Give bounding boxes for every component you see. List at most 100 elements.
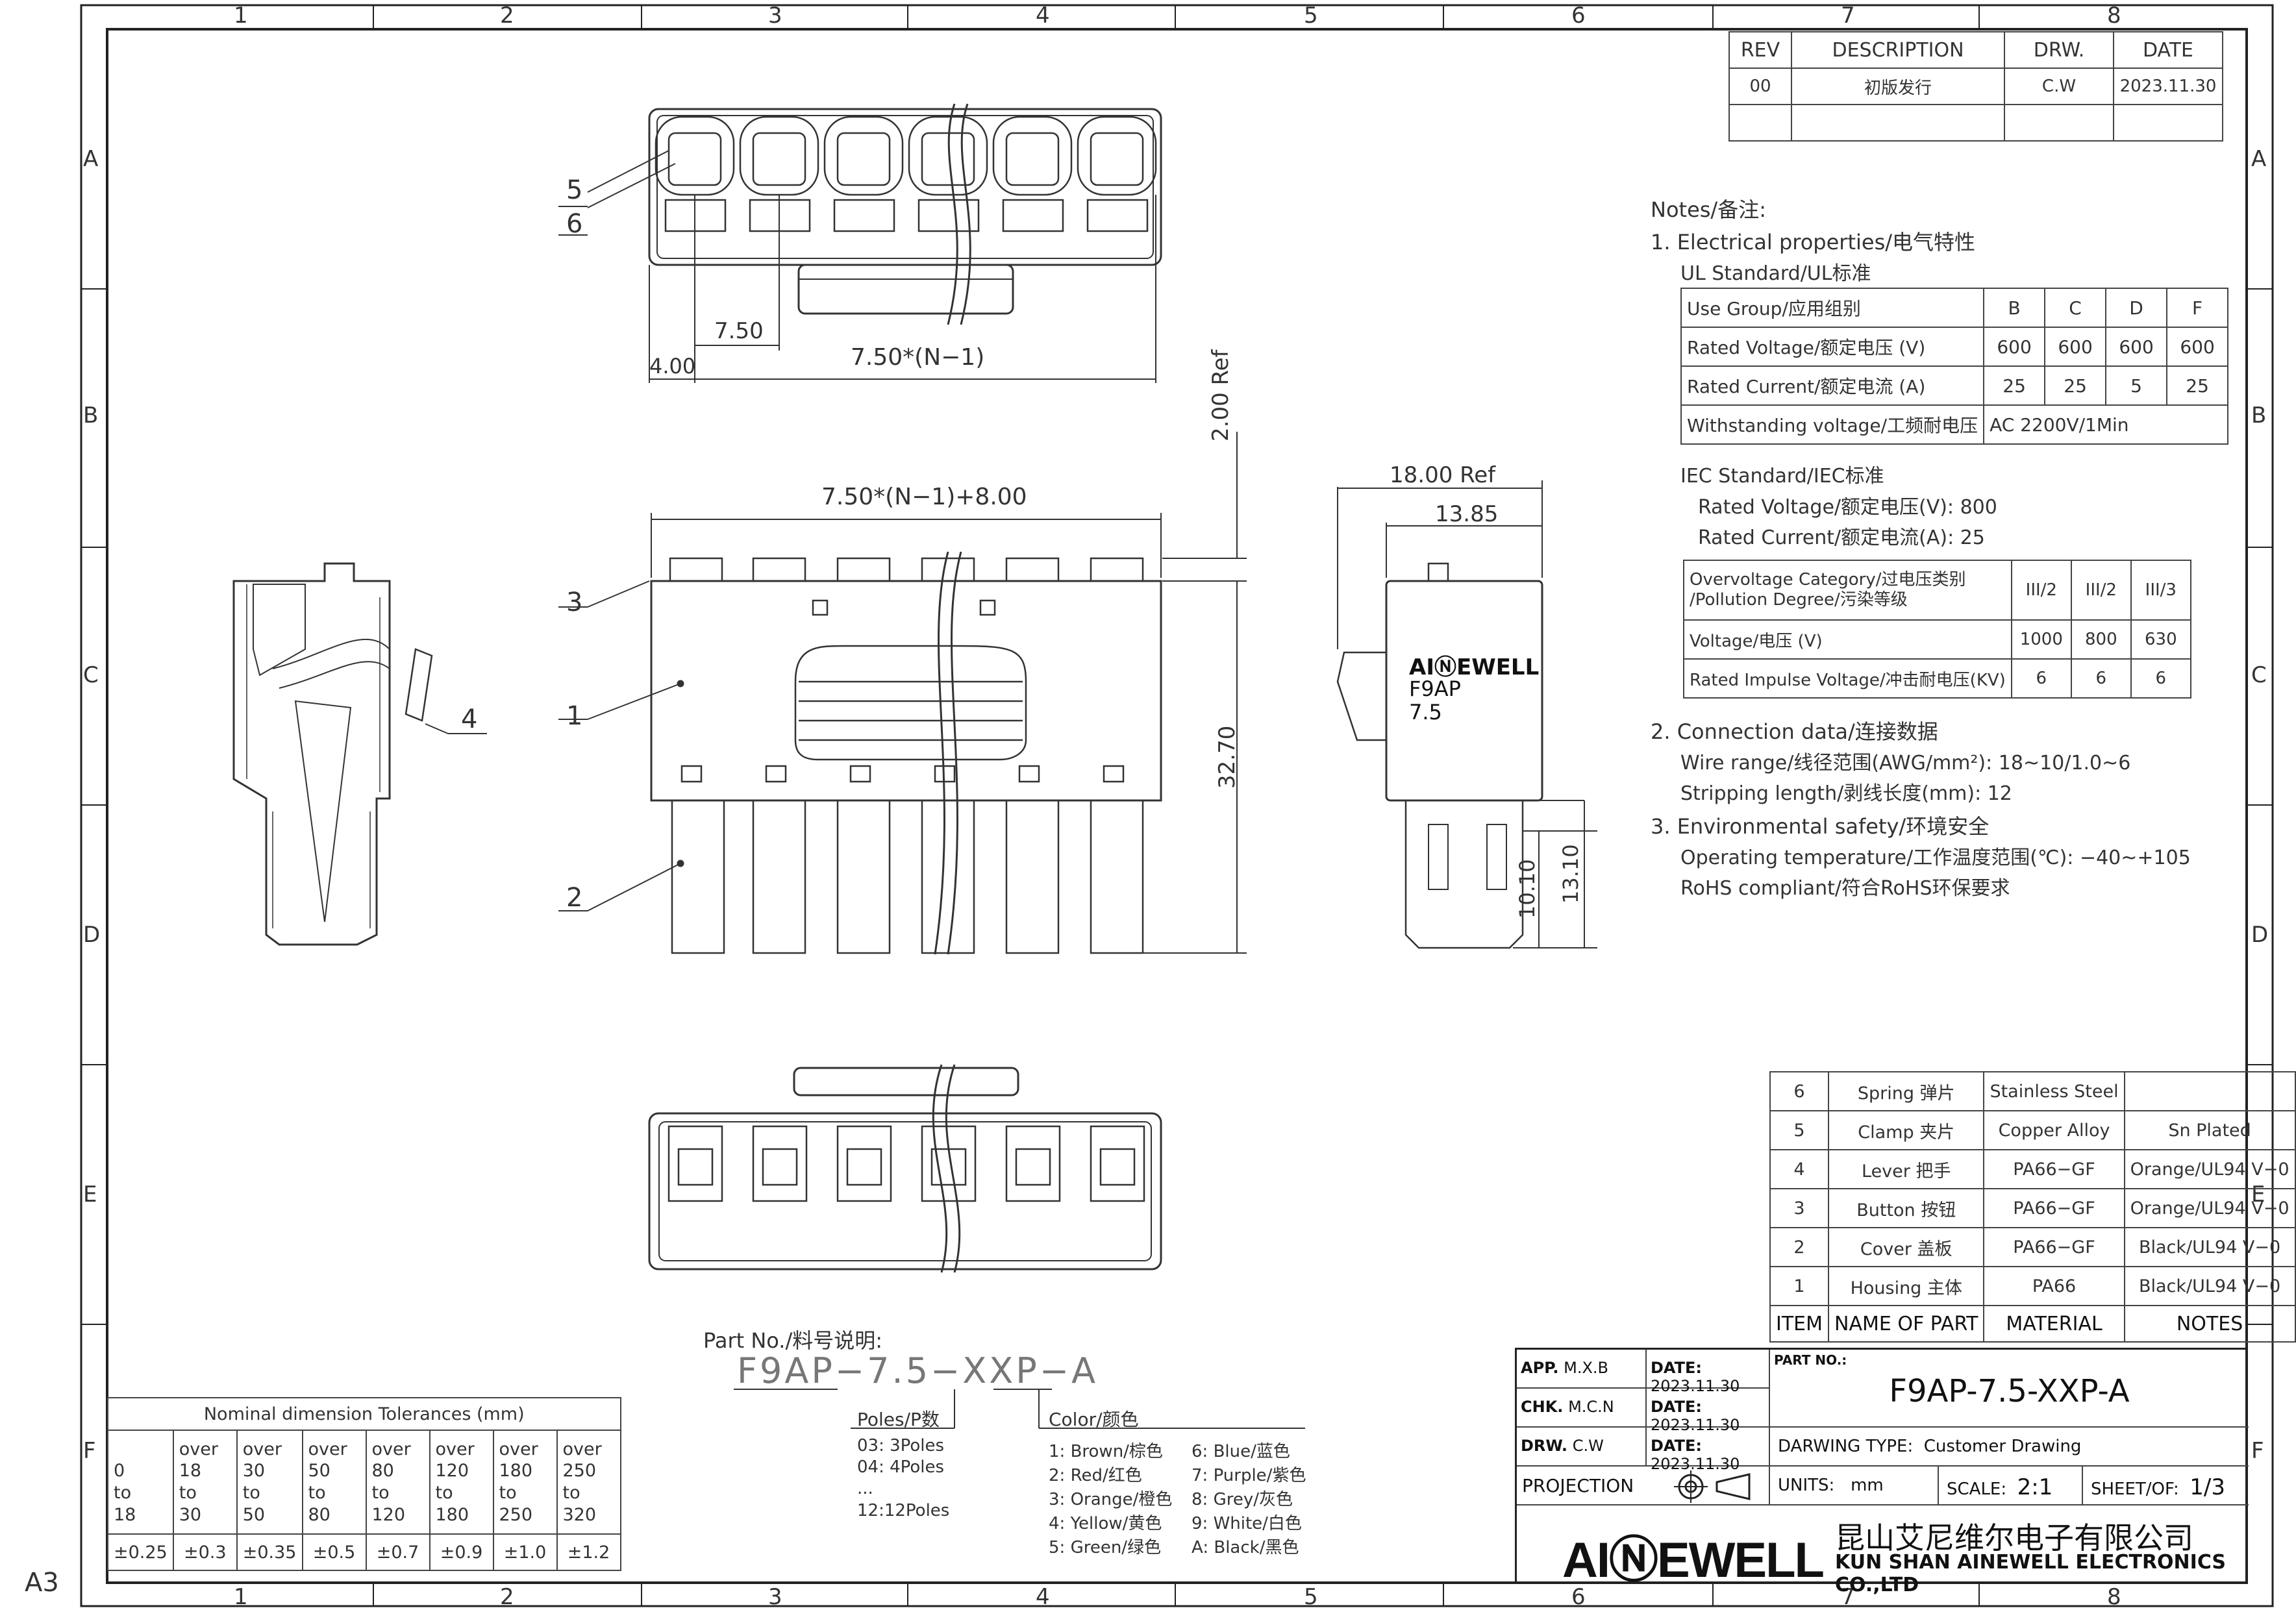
description-cell-empty	[1791, 104, 2005, 142]
description-header: DESCRIPTION	[1791, 31, 2005, 69]
tol-range-5-a: over	[371, 1439, 411, 1459]
side-view	[1336, 480, 1597, 949]
bom-notes: Sn Plated	[2123, 1110, 2296, 1150]
col-7: 7	[1841, 3, 1855, 29]
iec-category-1: III/2	[2010, 560, 2072, 621]
tol-range-7-c: to	[499, 1483, 517, 1503]
col-7-bottom: 7	[1841, 1584, 1855, 1610]
row-a: A	[83, 146, 99, 172]
iec-voltage-label: Voltage/电压 (V)	[1683, 619, 2012, 660]
col-4-bottom: 4	[1036, 1584, 1050, 1610]
row-d-right: D	[2251, 922, 2269, 948]
bom-name: Clamp 夹片	[1828, 1110, 1985, 1150]
tol-range-1-b: 0	[114, 1461, 125, 1481]
chk-label: CHK.	[1521, 1398, 1564, 1416]
date-cell-1: DATE: 2023.11.30	[1647, 1350, 1770, 1395]
partno-cell: PART NO.: F9AP-7.5-XXP-A	[1770, 1350, 2249, 1428]
notes-ul-title: UL Standard/UL标准	[1680, 262, 1871, 285]
tol-value-4: ±0.5	[301, 1533, 367, 1571]
bom-header-item: ITEM	[1769, 1305, 1830, 1343]
title-block: APP. M.X.B CHK. M.C.N DRW. C.W DATE: 202…	[1515, 1348, 2249, 1596]
poles-item-2: 04: 4Poles	[857, 1457, 945, 1477]
row-f: F	[83, 1438, 96, 1464]
bom-item: 2	[1769, 1227, 1830, 1267]
dim-side-h2: 13.10	[1558, 844, 1583, 904]
bom-name: Lever 把手	[1828, 1149, 1985, 1189]
rev-cell: 00	[1728, 68, 1792, 105]
units-label: UNITS:	[1778, 1476, 1835, 1495]
date-value-3: 2023.11.30	[1651, 1455, 1740, 1473]
drw-cell-empty	[2004, 104, 2114, 142]
ul-voltage-d: 600	[2105, 327, 2168, 367]
tol-range-6-d: 180	[435, 1504, 469, 1525]
color-4: 4: Yellow/黄色	[1049, 1514, 1162, 1533]
company-name-en: KUN SHAN AINEWELL ELECTRONICS CO.,LTD	[1835, 1551, 2226, 1596]
bom-header-material: MATERIAL	[1983, 1305, 2125, 1343]
tol-range-3-a: over	[242, 1439, 282, 1459]
color-8: 8: Grey/灰色	[1192, 1490, 1293, 1509]
bom-item: 3	[1769, 1188, 1830, 1228]
tol-range-4-a: over	[308, 1439, 347, 1459]
app-cell: APP. M.X.B	[1517, 1350, 1647, 1389]
scale-value: 2:1	[2017, 1474, 2053, 1500]
tol-range-1-d: 18	[114, 1504, 136, 1525]
poles-item-3: ...	[857, 1479, 873, 1498]
dim-overall-width: 7.50*(N−1)+8.00	[821, 484, 1027, 510]
bom-header-notes: NOTES	[2123, 1305, 2296, 1343]
date-value-2: 2023.11.30	[1651, 1416, 1740, 1434]
app-value: M.X.B	[1564, 1359, 1608, 1377]
bom-material: Copper Alloy	[1983, 1110, 2125, 1150]
partno-label: PART NO.:	[1774, 1352, 1847, 1368]
ul-current-c: 25	[2044, 365, 2107, 406]
notes-title: Notes/备注:	[1651, 197, 1766, 222]
row-a-right: A	[2251, 146, 2267, 172]
company-cell: AIⓃEWELL 昆山艾尼维尔电子有限公司 KUN SHAN AINEWELL …	[1517, 1505, 2249, 1596]
ul-withstand-label: Withstanding voltage/工频耐电压	[1680, 404, 1985, 445]
color-a: A: Black/黑色	[1192, 1538, 1299, 1557]
tol-range-3-c: to	[242, 1483, 260, 1503]
drw-value: C.W	[1572, 1437, 1604, 1455]
sheet-label: SHEET/OF:	[2091, 1480, 2179, 1499]
tol-value-3: ±0.35	[236, 1533, 303, 1571]
col-1-bottom: 1	[234, 1584, 248, 1610]
tol-range-2-c: to	[179, 1483, 197, 1503]
col-3-bottom: 3	[768, 1584, 782, 1610]
col-5: 5	[1304, 3, 1318, 29]
tol-range-4-d: 80	[308, 1504, 331, 1525]
ul-voltage-f: 600	[2166, 327, 2229, 367]
bom-material: PA66	[1983, 1266, 2125, 1306]
iec-impulse-label: Rated Impulse Voltage/冲击耐电压(KV)	[1683, 658, 2012, 699]
bom-name: Cover 盖板	[1828, 1227, 1985, 1267]
ul-group-d: D	[2105, 288, 2168, 328]
callout-2: 2	[566, 883, 583, 913]
bom-material: PA66−GF	[1983, 1149, 2125, 1189]
notes-iec-current: Rated Current/额定电流(A): 25	[1698, 526, 1985, 549]
ul-current-f: 25	[2166, 365, 2229, 406]
tol-value-5: ±0.7	[365, 1533, 430, 1571]
ul-current-label: Rated Current/额定电流 (A)	[1680, 365, 1985, 406]
drawing-type-label: DARWING TYPE:	[1778, 1437, 1914, 1456]
dim-pitch-total: 7.50*(N−1)	[851, 344, 985, 371]
tol-range-8-d: 320	[562, 1504, 597, 1525]
projection-label: PROJECTION	[1522, 1475, 1634, 1496]
ul-withstand-value: AC 2200V/1Min	[1983, 404, 2229, 445]
bom-name: Spring 弹片	[1828, 1071, 1985, 1111]
iec-category-3: III/3	[2130, 560, 2191, 621]
partno-leaders	[734, 1389, 1305, 1429]
poles-item-4: 12:12Poles	[857, 1501, 950, 1520]
bom-material: PA66−GF	[1983, 1227, 2125, 1267]
tol-range-5-c: to	[371, 1483, 390, 1503]
description-cell: 初版发行	[1791, 68, 2005, 105]
tol-value-7: ±1.0	[492, 1533, 558, 1571]
notes-rohs: RoHS compliant/符合RoHS环保要求	[1680, 877, 2010, 900]
bom-notes: Orange/UL94 V−0	[2123, 1149, 2296, 1189]
tol-value-8: ±1.2	[556, 1533, 621, 1571]
col-1: 1	[234, 3, 248, 29]
notes-wire-range: Wire range/线径范围(AWG/mm²): 18~10/1.0~6	[1680, 752, 2131, 774]
bom-header-name: NAME OF PART	[1828, 1305, 1985, 1343]
